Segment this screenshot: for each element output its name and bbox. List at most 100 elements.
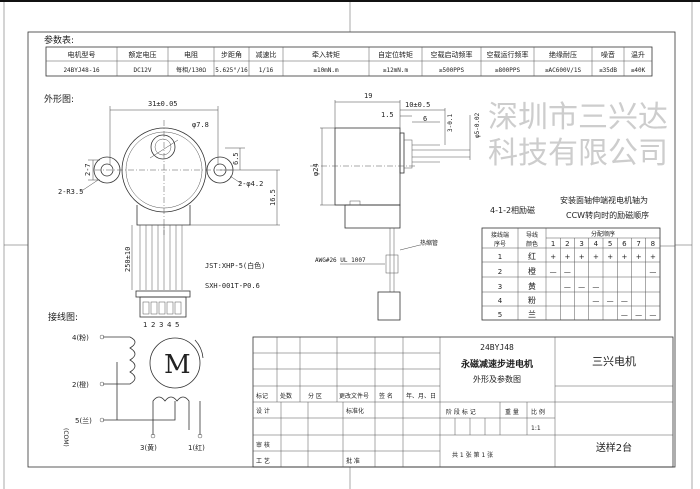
seq-step: 5 [608,240,612,248]
dim-flat: 6 [423,115,427,123]
tb-sheets: 共 1 张 第 1 张 [452,451,493,459]
tb-scale-label: 比 例 [531,408,545,416]
param-value: ≤40K [631,67,646,74]
seq-cell: — [592,297,599,305]
params-table: 电机型号24BYJ48-16额定电压DC12V电阻每相/130Ω步距角5.625… [45,46,653,77]
param-header: 步距角 [221,50,242,59]
param-header: 噪音 [601,50,615,59]
seq-step: 7 [636,240,640,248]
param-value: 1/16 [259,67,274,74]
lead-4-pink: 4(粉) [72,333,89,342]
sequence-note-2: CCW转向时的励磁顺序 [566,210,649,220]
tb-weight: 重 量 [505,408,519,416]
seq-cell: + [564,253,570,261]
param-header: 牵入转矩 [312,50,340,59]
seq-cell: — [649,311,656,319]
param-header: 减速比 [256,50,277,59]
sleeve-label: 热缩管 [420,239,438,247]
param-header: 空载运行频率 [487,50,529,59]
seq-cell: + [550,253,556,261]
param-header: 空载启动频率 [431,50,473,59]
tb-label-change-doc: 更改文件号 [339,392,369,400]
dim-width: 31±0.05 [148,100,178,108]
tb-review: 审 核 [256,441,270,449]
dim-height: 16.5 [269,189,277,206]
param-header: 绝缘耐压 [549,50,577,59]
dim-lug-height: 2-7 [84,163,92,176]
seq-header-order: 分配顺序 [591,230,615,238]
tb-scale: 1:1 [531,425,541,432]
dim-shaft-length: 10±0.5 [405,101,430,109]
tb-standardization: 标准化 [346,407,364,415]
seq-row-no: 4 [498,297,503,305]
watermark: 深圳市三兴达科技有限公司 [488,100,668,171]
seq-row-no: 2 [498,268,502,276]
dim-side-length: 19 [364,92,372,100]
side-view [310,100,471,321]
seq-cell: — [635,311,642,319]
pin-2: 2 [151,321,155,329]
lead-1-red: 1(红) [188,443,205,452]
seq-step: 6 [622,240,627,248]
seq-cell: — [621,311,628,319]
seq-cell: — [607,297,614,305]
outline-title: 外形图: [44,93,74,105]
connector-label: JST:XHP-5(白色) [205,261,265,270]
seq-step: 8 [651,240,655,248]
param-header: 自定位转矩 [378,50,413,59]
seq-row-color: 兰 [528,309,536,319]
seq-cell: — [564,268,571,276]
seq-cell: + [636,253,642,261]
seq-header-color: 导线 [526,231,538,239]
tb-drawing-type: 外形及参数图 [473,374,521,384]
lead-5-blue: 5(兰) [75,416,92,425]
param-value: ≥12mN.m [383,67,409,74]
seq-step: 1 [551,240,555,248]
tb-note: 送样2台 [596,441,632,454]
seq-cell: + [579,253,585,261]
param-value: 每相/130Ω [176,66,206,74]
tb-stage: 阶 段 标 记 [446,408,476,416]
seq-cell: + [621,253,627,261]
lead-3-yellow: 3(黄) [140,443,157,452]
title-block-labels: 标记 处数 分 区 更改文件号 签 名 年、月、日 设 计 标准化 审 核 工 … [256,343,636,465]
param-value: ≥800PPS [495,67,521,74]
param-header: 电机型号 [68,50,96,59]
param-value: DC12V [133,67,151,74]
tb-label-mark: 标记 [256,392,268,400]
excitation-mode: 4-1-2相励磁 [490,205,535,215]
tb-label-count: 处数 [280,392,292,400]
seq-row-no: 1 [498,253,502,261]
dim-offset: 6.5 [232,152,240,165]
tb-process: 工 艺 [256,457,270,465]
dim-flat-width: 3-0.1 [447,114,454,132]
seq-step: 4 [594,240,599,248]
seq-cell: — [564,283,571,291]
param-header: 额定电压 [129,50,157,59]
params-title: 参数表: [44,34,74,46]
param-value: ≥AC600V/1S [545,67,582,74]
dim-lug-radius: 2-R3.5 [58,188,83,196]
seq-cell: — [550,268,557,276]
seq-cell: + [607,253,613,261]
dim-shaft-diameter: φ5-0.02 [474,112,481,138]
seq-row-no: 5 [498,311,502,319]
front-view [79,106,280,318]
dim-flange: 1.5 [381,111,394,119]
tb-approve: 批 准 [346,457,360,465]
pin-3: 3 [159,321,163,329]
seq-step: 2 [565,240,569,248]
seq-row-color: 黄 [528,281,536,291]
seq-row-color: 粉 [528,295,536,305]
param-value: ≤35dB [599,67,617,74]
tb-company: 三兴电机 [592,354,636,368]
com-label: (COM) [62,428,69,447]
param-value: 24BYJ48-16 [63,67,100,74]
seq-cell: — [578,283,585,291]
tb-product-name: 永磁减速步进电机 [460,358,533,370]
dim-lead-length: 250±10 [124,247,132,272]
dim-body-diameter: φ24 [312,163,320,176]
seq-cell: + [650,253,656,261]
pin-5: 5 [175,321,179,329]
